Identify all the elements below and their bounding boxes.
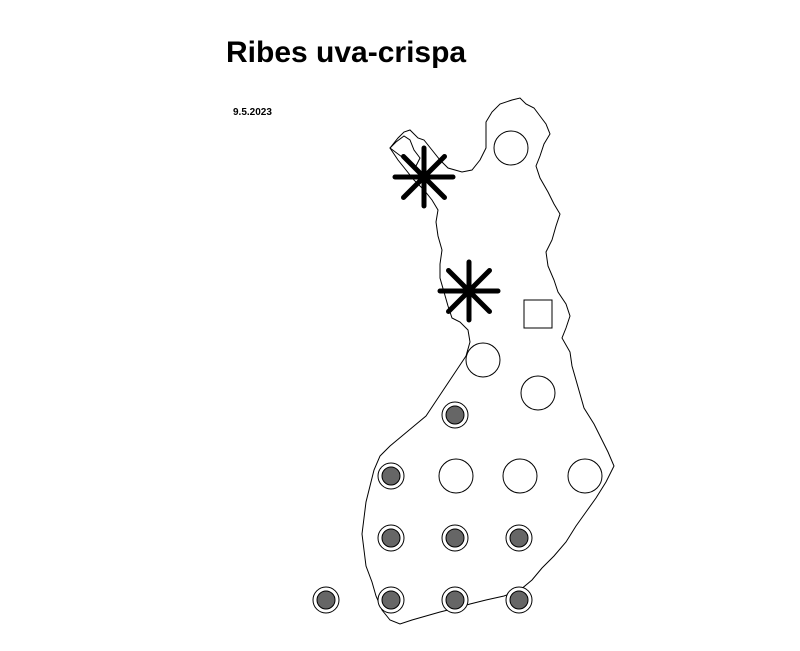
filled-dot-marker: [441, 586, 469, 614]
open-circle-marker: [465, 342, 501, 378]
filled-dot-marker: [312, 586, 340, 614]
grid-markers: [312, 130, 603, 614]
asterisk-marker: [437, 259, 501, 323]
filled-dot-marker: [441, 524, 469, 552]
open-circle-marker: [493, 130, 529, 166]
filled-dot-marker: [505, 586, 533, 614]
map-title: Ribes uva-crispa: [226, 36, 467, 69]
filled-dot-marker: [377, 462, 405, 490]
open-square-marker: [523, 299, 553, 329]
map-date: 9.5.2023: [233, 107, 272, 118]
asterisk-marker: [392, 145, 456, 209]
open-circle-marker: [502, 458, 538, 494]
filled-dot-marker: [377, 524, 405, 552]
open-circle-marker: [520, 375, 556, 411]
open-circle-marker: [567, 458, 603, 494]
open-circle-marker: [438, 458, 474, 494]
filled-dot-marker: [505, 524, 533, 552]
filled-dot-marker: [441, 401, 469, 429]
filled-dot-marker: [377, 586, 405, 614]
